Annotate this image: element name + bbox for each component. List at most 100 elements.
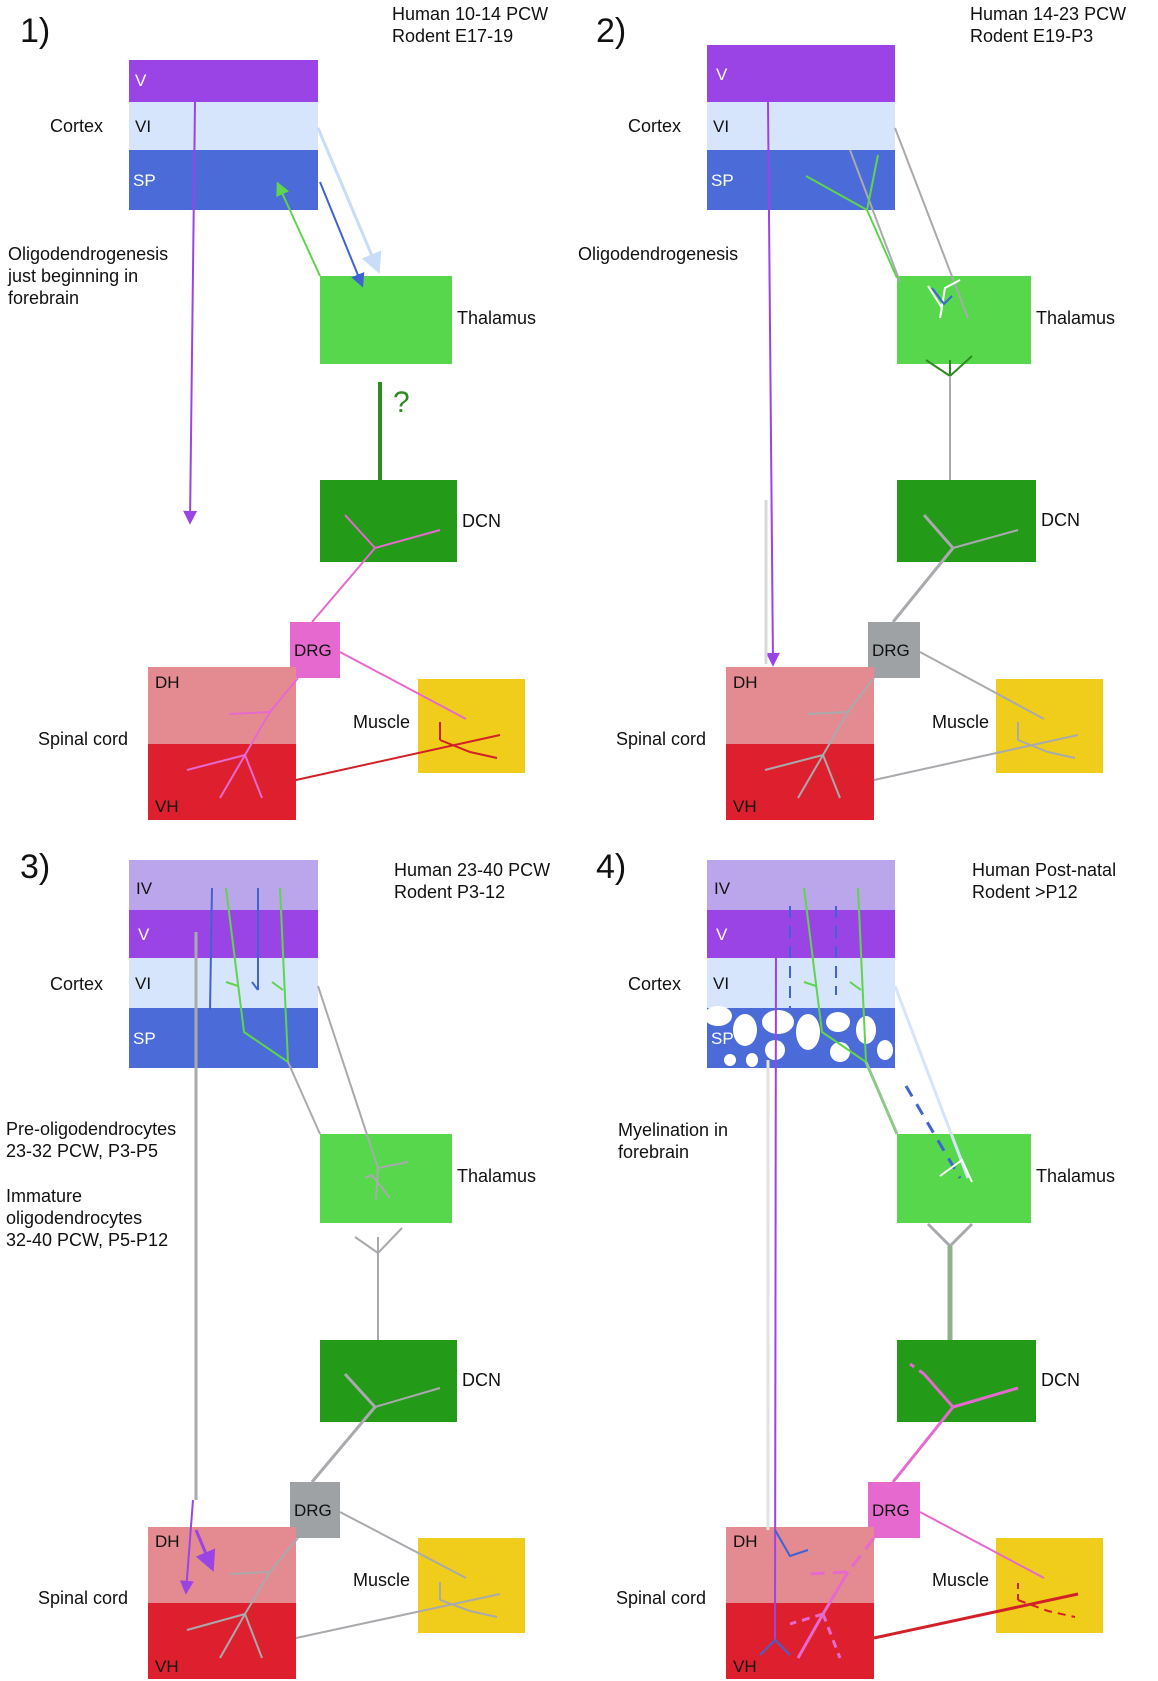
panel-4-dcn-terminal xyxy=(926,1222,974,1249)
panel-3-dh-box xyxy=(148,1527,296,1603)
panel-3-green-axon-1 xyxy=(225,887,289,1063)
panel-2-layer-sp-label: SP xyxy=(711,171,734,190)
panel-1-dcn-label: DCN xyxy=(462,511,501,531)
panel-4-white-terminal xyxy=(939,1158,973,1183)
panel-3-vh-label: VH xyxy=(155,1657,179,1676)
panel-3-drg-label: DRG xyxy=(294,1501,332,1520)
panel-1-dcn-box xyxy=(320,480,457,562)
panel-4-layer-sp-label: SP xyxy=(711,1029,734,1048)
panel-2: 2) Human 14-23 PCW Rodent E19-P3 V VI SP… xyxy=(578,4,1126,820)
panel-1-stage-rodent: Rodent E17-19 xyxy=(392,26,513,46)
panel-2-drg-to-muscle-axon xyxy=(919,651,1045,720)
panel-4-dcn-dashed-tip xyxy=(909,1362,925,1376)
panel-2-note-line-1: Oligodendrogenesis xyxy=(578,244,738,264)
panel-1-vh-box xyxy=(148,744,296,820)
panel-3-note-line-4: Immature xyxy=(6,1186,82,1206)
panel-1-note-line-1: Oligodendrogenesis xyxy=(8,244,168,264)
panel-2-spinal-cord-label: Spinal cord xyxy=(616,729,706,749)
panel-1-layer-vi xyxy=(129,102,318,150)
panel-1-dcn-branch xyxy=(374,529,441,549)
panel-4-dcn-label: DCN xyxy=(1041,1370,1080,1390)
panel-3-green-twig-2 xyxy=(271,981,284,991)
panel-2-cortex-label: Cortex xyxy=(628,116,681,136)
panel-2-dcn-label: DCN xyxy=(1041,510,1080,530)
panel-1-thalamus-label: Thalamus xyxy=(457,308,536,328)
panel-3-corticospinal-arrow-2 xyxy=(194,1529,216,1572)
panel-3-layer-v xyxy=(129,910,318,958)
panel-3-note-line-5: oligodendrocytes xyxy=(6,1208,142,1228)
panel-2-number: 2) xyxy=(596,12,626,50)
panel-4-motor-axon xyxy=(873,1592,1079,1640)
panel-1-sp-to-thalamus-axon xyxy=(319,181,365,288)
panel-3-dcn-terminal xyxy=(377,1227,403,1256)
panel-4-dh-blue-terminal xyxy=(774,1529,809,1558)
panel-1-drg-to-muscle-axon xyxy=(339,651,467,720)
panel-3-thalamus-terminal-2 xyxy=(375,1161,409,1201)
panel-2-layer-v-label: V xyxy=(716,65,728,84)
panel-2-layer-vi xyxy=(707,102,895,150)
panel-2-drg-box xyxy=(868,622,920,678)
panel-4-green-axon-1 xyxy=(803,887,867,1063)
panel-3-note-line-6: 32-40 PCW, P5-P12 xyxy=(6,1230,168,1250)
panel-2-layer-vi-label: VI xyxy=(713,117,729,136)
panel-4-green-twig-2 xyxy=(849,981,862,991)
panel-4-stage-human: Human Post-natal xyxy=(972,860,1116,880)
panel-2-dcn-terminal-2 xyxy=(925,359,951,377)
panel-1-corticospinal-axon xyxy=(183,101,198,525)
panel-3-stage-human: Human 23-40 PCW xyxy=(394,860,550,880)
panel-3-number: 3) xyxy=(20,848,50,886)
panel-3-blue-axon-2-tip xyxy=(251,981,259,991)
panel-2-thalamocortical-branch xyxy=(866,154,879,211)
panel-2-corticospinal-axon xyxy=(765,101,780,667)
panel-4-layer-iv-label: IV xyxy=(714,879,731,898)
panel-3-note-line-2: 23-32 PCW, P3-P5 xyxy=(6,1141,158,1161)
panel-4-green-twig-1 xyxy=(803,981,817,987)
panel-3-drg-to-muscle-axon xyxy=(339,1511,467,1579)
panel-4-vh-box xyxy=(726,1603,874,1679)
panel-4-corticospinal-axon xyxy=(774,931,777,1641)
panel-2-muscle-box xyxy=(996,679,1103,773)
panel-2-muscle-label: Muscle xyxy=(932,712,989,732)
panel-2-motor-axon xyxy=(873,734,1079,781)
panel-1-note-line-3: forebrain xyxy=(8,288,79,308)
panel-1-nmj-branch xyxy=(439,739,498,759)
panel-2-vh-label: VH xyxy=(733,797,757,816)
panel-1-motor-axon xyxy=(295,734,501,781)
panel-3-muscle-box xyxy=(418,1538,525,1633)
panel-2-blue-terminal xyxy=(931,287,953,306)
panel-3-drg-box xyxy=(290,1482,340,1538)
panel-3-green-twig-1 xyxy=(225,981,239,987)
panel-4-blue-dashed-descending xyxy=(904,1085,962,1179)
panel-1-layer-vi-label: VI xyxy=(135,117,151,136)
panel-3-layer-sp-label: SP xyxy=(133,1029,156,1048)
panel-3-muscle-label: Muscle xyxy=(353,1570,410,1590)
panel-1-cortex-label: Cortex xyxy=(50,116,103,136)
panel-3-dcn-branch xyxy=(374,1387,441,1408)
panel-2-gray-axon-2 xyxy=(849,149,901,283)
panel-4-stage-rodent: Rodent >P12 xyxy=(972,882,1078,902)
panel-3-layer-iv-label: IV xyxy=(136,879,153,898)
panel-1-question-mark: ? xyxy=(393,386,410,419)
panel-4-thalamus-label: Thalamus xyxy=(1036,1166,1115,1186)
panel-1-spinal-cord-label: Spinal cord xyxy=(38,729,128,749)
panel-3-spinal-cord-label: Spinal cord xyxy=(38,1588,128,1608)
panel-3-blue-axon-1 xyxy=(209,887,213,1011)
panel-3-dcn-label: DCN xyxy=(462,1370,501,1390)
panel-2-dcn-box xyxy=(897,480,1036,562)
panel-3-thalamus-box xyxy=(320,1134,452,1223)
panel-2-gray-descending-axon xyxy=(894,127,969,319)
panel-4-drg-to-muscle-axon xyxy=(919,1511,1045,1579)
panel-4-layer-v xyxy=(707,910,895,958)
panel-3-dh-label: DH xyxy=(155,1532,180,1551)
panel-4-thalamus-box xyxy=(897,1134,1031,1223)
panel-3-nmj-branch xyxy=(439,1599,498,1618)
panel-3-dcn-box xyxy=(320,1340,457,1422)
panel-4-number: 4) xyxy=(596,848,626,886)
panel-4-myelination-blobs xyxy=(704,1006,893,1067)
panel-4-cortex-label: Cortex xyxy=(628,974,681,994)
panel-1-layer-v xyxy=(129,60,318,102)
panel-1-vh-label: VH xyxy=(155,797,179,816)
panel-1-layer-sp-label: SP xyxy=(133,171,156,190)
panel-4-dh-label: DH xyxy=(733,1532,758,1551)
panel-3-cortex-label: Cortex xyxy=(50,974,103,994)
